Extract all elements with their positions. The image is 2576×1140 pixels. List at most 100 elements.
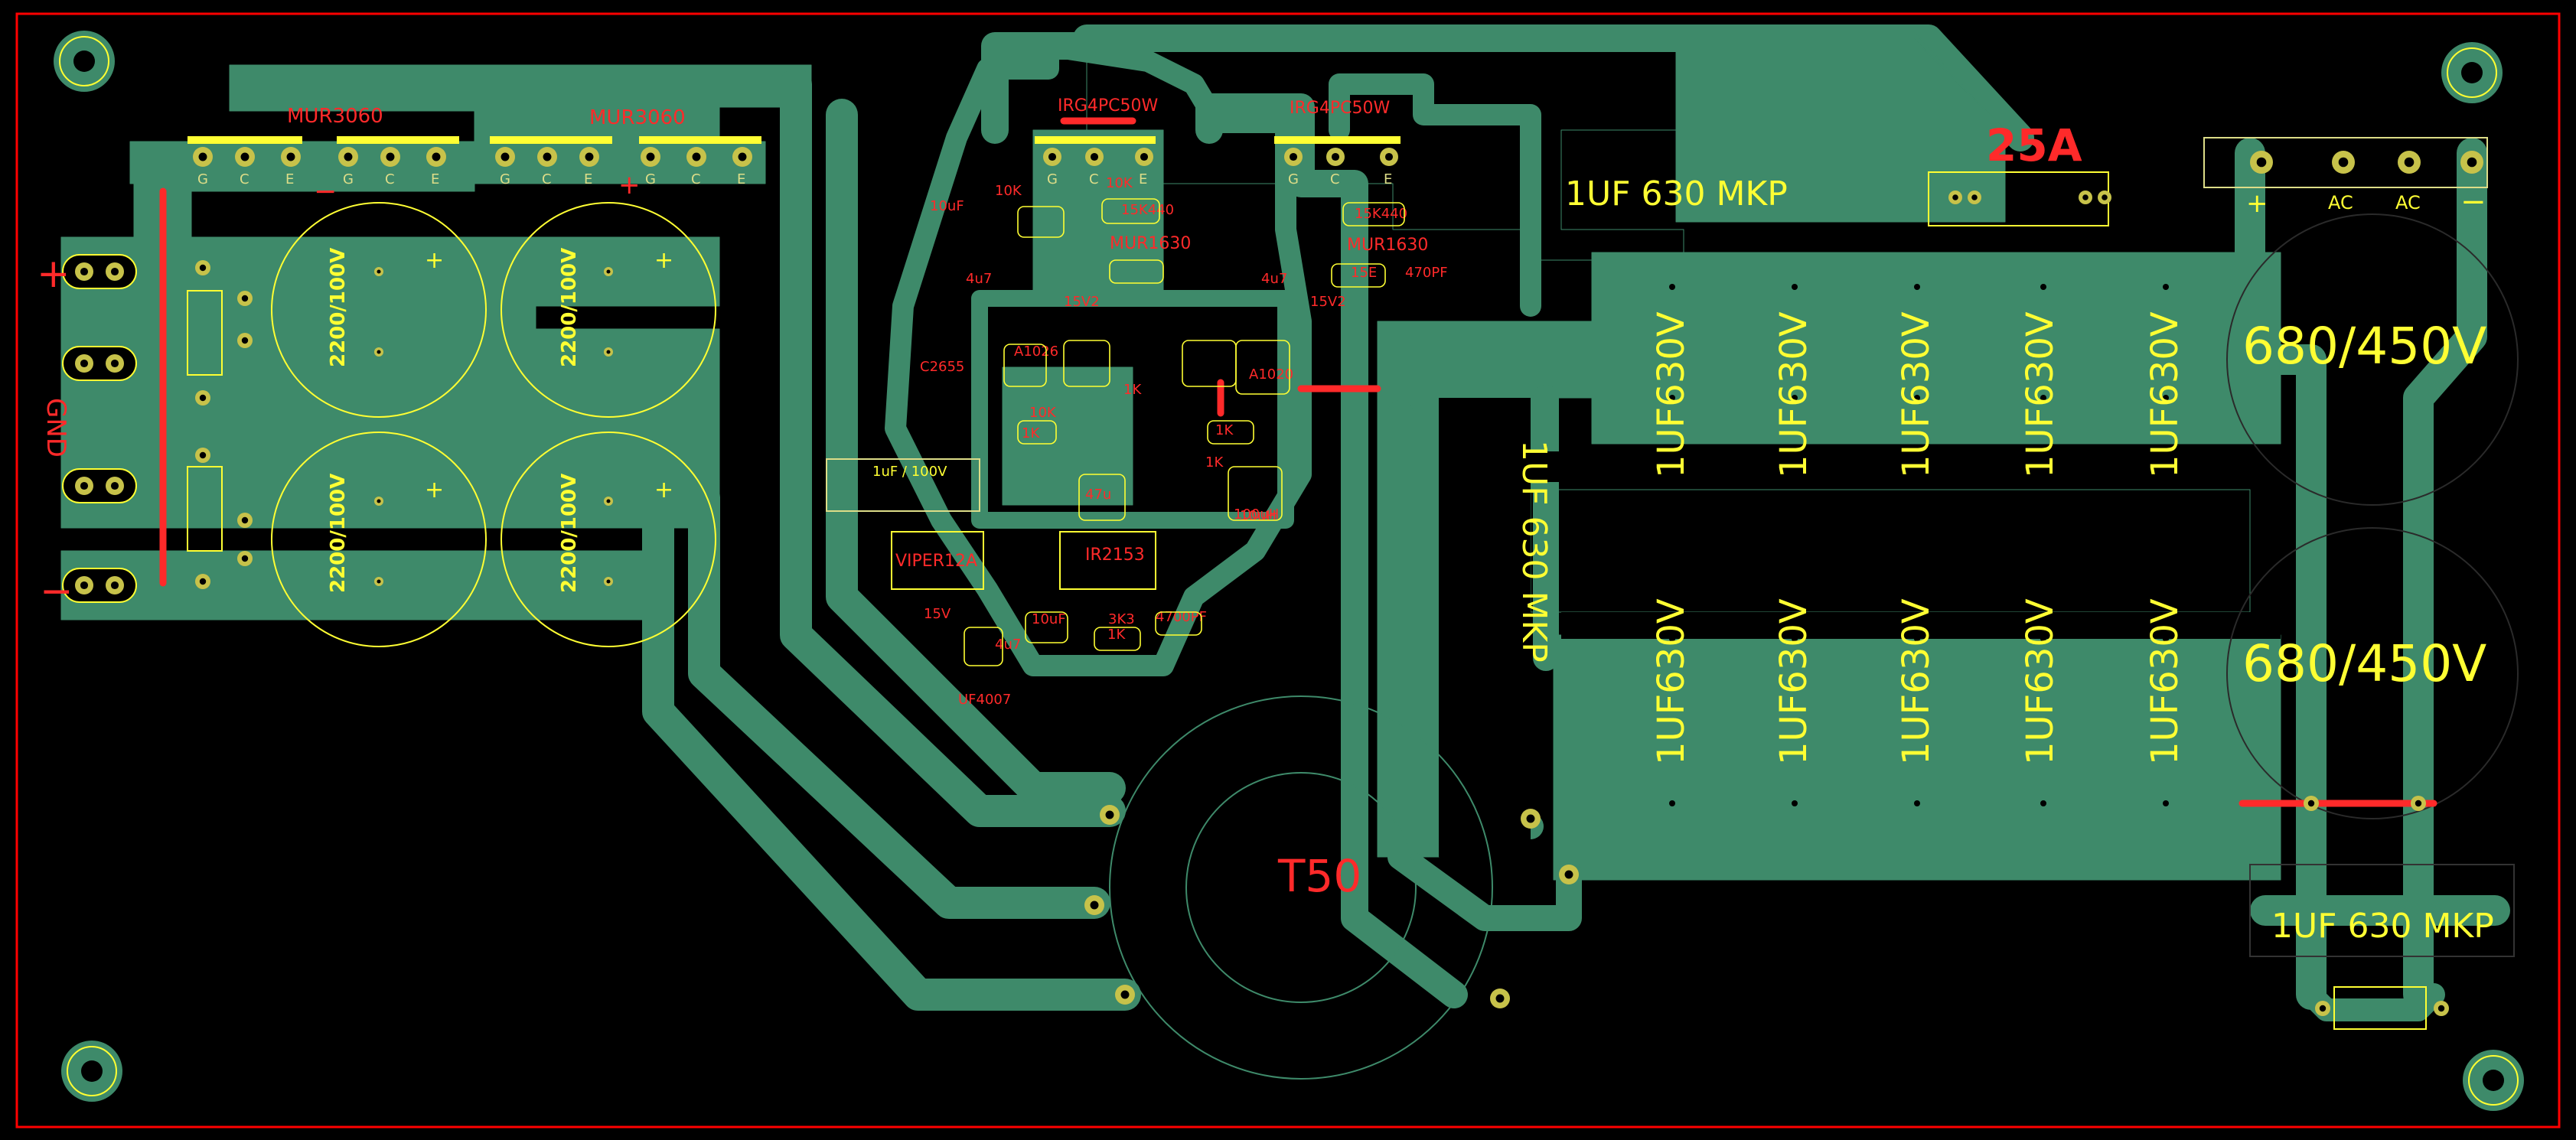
board-outline [15, 12, 2561, 1129]
mkp-bottom-label: 1UF 630 MKP [2271, 907, 2494, 946]
component-label: 470PF [1405, 265, 1448, 281]
component-label: 4u7 [966, 271, 992, 287]
film-cap-pad [1669, 284, 1675, 290]
pad-hole [286, 152, 295, 161]
film-cap-pad [1669, 800, 1675, 806]
component-outline [1101, 198, 1160, 224]
pad-hole [1526, 814, 1535, 823]
terminal-minus: − [2460, 184, 2486, 220]
cap-label-3: 2200/100V [327, 474, 350, 593]
component-outline [1342, 202, 1405, 226]
mosfet-label-left: IRG4PC50W [1058, 96, 1158, 116]
film-cap-label: 1UF630V [1895, 311, 1938, 478]
diode-bar-1b [337, 136, 459, 144]
clearance-left [1439, 398, 1531, 857]
diode-pin-label: G [645, 171, 656, 187]
film-cap-label: 1UF630V [1650, 311, 1693, 478]
minus-terminal-label: − [40, 568, 73, 614]
diode-pin-label: E [584, 171, 592, 187]
mosfet-feed [1329, 73, 1541, 317]
film-cap-pad [1792, 395, 1798, 401]
cap-plus-2: + [654, 247, 673, 274]
film-cap-pad [1914, 521, 1920, 527]
film-cap-pad [1669, 521, 1675, 527]
pad-hole [1971, 194, 1978, 200]
film-cap-pad [2040, 395, 2046, 401]
pad-hole [738, 152, 747, 161]
pad-hole [2307, 800, 2315, 807]
terminal-ac2: AC [2395, 192, 2421, 213]
component-label: 15V2 [1064, 294, 1100, 310]
pad-hole [110, 267, 119, 276]
pad-hole [1090, 152, 1099, 161]
component-label: 10uF [1032, 611, 1066, 627]
fuse-label: 25A [1986, 119, 2082, 171]
component-outline [1109, 259, 1164, 284]
diode-pin-label: E [737, 171, 745, 187]
mounting-hole [2463, 1050, 2524, 1111]
component-label: C2655 [920, 359, 964, 375]
diode-polarity-plus: + [618, 170, 641, 200]
viper-outline [891, 531, 984, 590]
pad-hole [241, 516, 249, 524]
pad-hole [543, 152, 552, 161]
pad-hole [344, 152, 353, 161]
component-label: 1K [1123, 382, 1142, 398]
resistor-outline-1 [187, 290, 223, 376]
diode-bar-2b [639, 136, 761, 144]
mosfet-pin-label: G [1047, 171, 1058, 187]
pad-hole [585, 152, 594, 161]
component-label: 1uF / 100V [872, 464, 947, 480]
terminal-pad [62, 568, 137, 603]
cap-bank-lower [60, 328, 690, 529]
cap-plus-4: + [654, 477, 673, 503]
mosfet-label-right: IRG4PC50W [1290, 99, 1390, 118]
film-cap-pad [1792, 284, 1798, 290]
film-cap-pad [1792, 636, 1798, 642]
pad-hole [1495, 994, 1505, 1003]
component-outline [1017, 420, 1057, 445]
diode-label-1: MUR3060 [287, 105, 383, 128]
component-label: 15V2 [1310, 294, 1346, 310]
film-cap-pad [2163, 395, 2169, 401]
pad-hole [432, 152, 441, 161]
mosfet-pin-label: C [1330, 171, 1340, 187]
cap-outline-1 [271, 202, 487, 418]
film-cap-pad [1914, 636, 1920, 642]
terminal-pad [62, 468, 137, 503]
component-label: 47u [1085, 487, 1111, 503]
pad-hole [1048, 152, 1057, 161]
component-label: A1020 [1249, 366, 1293, 383]
component-label: VIPER12A [895, 552, 977, 571]
cap-label-4: 2200/100V [558, 474, 581, 593]
transformer-label: T50 [1277, 850, 1361, 902]
secondary-trace-4 [826, 99, 1126, 804]
film-cap-label: 1UF630V [1650, 598, 1693, 765]
component-label: MUR1630 [1347, 236, 1428, 255]
pad-hole [501, 152, 510, 161]
component-outline [1094, 627, 1141, 651]
diode-pin-label: C [691, 171, 701, 187]
pad-hole [240, 152, 249, 161]
pad-hole [241, 555, 249, 562]
component-label: 10K [1029, 405, 1057, 421]
component-outline [1155, 611, 1202, 636]
pad-hole [110, 581, 119, 590]
terminal-pad [62, 254, 137, 289]
component-outline [1003, 344, 1047, 387]
pad-hole [2102, 194, 2108, 200]
pad-hole [377, 499, 381, 503]
pad-hole [1384, 152, 1394, 161]
diode-pin-label: C [385, 171, 395, 187]
film-cap-pad [1669, 395, 1675, 401]
film-cap-pad [1669, 636, 1675, 642]
cap-outline-3 [271, 432, 487, 647]
pad-hole [80, 267, 89, 276]
component-label: 1K [1215, 422, 1234, 438]
mosfet-pin-label: C [1089, 171, 1099, 187]
plus-terminal-label: + [37, 251, 70, 297]
driver-area [885, 35, 1312, 676]
mkp-top-label: 1UF 630 MKP [1565, 174, 1788, 213]
diode-pin-label: E [431, 171, 439, 187]
component-label: 10K [1106, 175, 1133, 191]
